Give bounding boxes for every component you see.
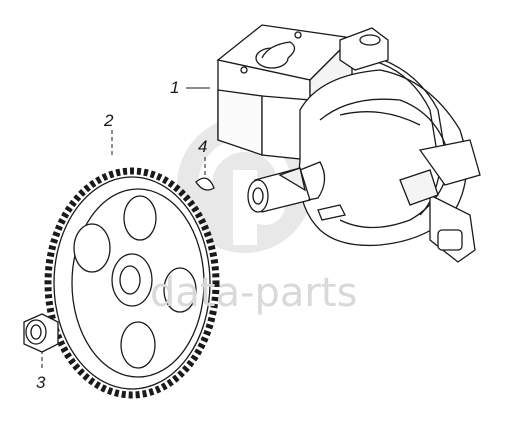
gear-nut: [23, 313, 59, 353]
gear-hole-2: [123, 195, 157, 241]
callout-4: 4: [198, 137, 208, 156]
oil-pump-body: [216, 24, 481, 263]
woodruff-key: [195, 177, 215, 191]
gear-hole-1: [73, 223, 111, 273]
leader-lines: [41, 87, 210, 368]
callout-3: 3: [36, 373, 46, 392]
watermark-text: data-parts: [150, 270, 358, 316]
callout-1: 1: [170, 78, 180, 97]
gear-hole-3: [163, 267, 197, 313]
callout-2: 2: [104, 111, 114, 130]
drive-gear: [44, 167, 220, 399]
gear-hole-4: [120, 321, 156, 369]
